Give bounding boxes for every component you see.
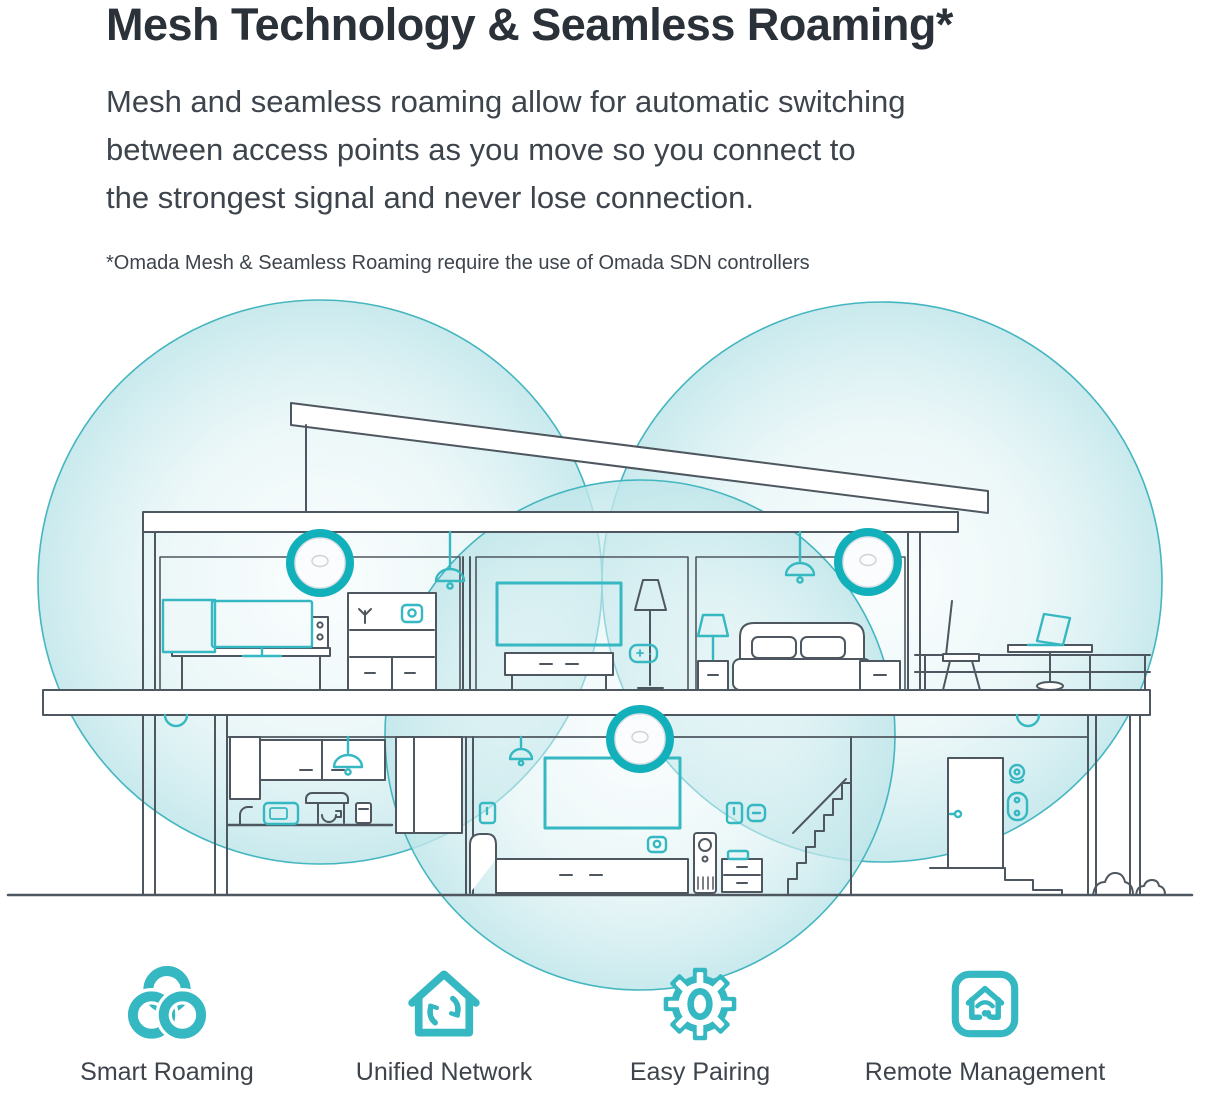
feature-row: Smart Roaming Unified Network xyxy=(0,960,1214,1101)
smart-roaming-icon xyxy=(124,966,210,1042)
house-illustration xyxy=(0,285,1214,1000)
access-point xyxy=(286,529,354,597)
unified-network-icon xyxy=(408,970,480,1037)
access-points xyxy=(286,528,902,773)
remote-management-icon xyxy=(951,970,1019,1038)
feature-label: Smart Roaming xyxy=(80,1058,254,1086)
furniture-gray xyxy=(171,579,1166,896)
feature-label: Unified Network xyxy=(355,1058,533,1086)
feature-easy-pairing: Easy Pairing xyxy=(580,960,820,1087)
page-description: Mesh and seamless roaming allow for auto… xyxy=(106,78,905,222)
easy-pairing-icon xyxy=(663,967,737,1041)
page-title: Mesh Technology & Seamless Roaming* xyxy=(106,0,953,50)
house-structure xyxy=(6,402,1194,897)
description-line: Mesh and seamless roaming allow for auto… xyxy=(106,84,906,119)
access-point xyxy=(606,705,674,773)
feature-label: Easy Pairing xyxy=(629,1058,771,1086)
feature-label: Remote Management xyxy=(864,1058,1106,1086)
feature-unified-network: Unified Network xyxy=(324,960,564,1087)
feature-smart-roaming: Smart Roaming xyxy=(47,960,287,1087)
access-point xyxy=(834,528,902,596)
description-line: the strongest signal and never lose conn… xyxy=(106,180,754,215)
description-line: between access points as you move so you… xyxy=(106,132,856,167)
page-footnote: *Omada Mesh & Seamless Roaming require t… xyxy=(106,252,810,274)
feature-remote-management: Remote Management xyxy=(845,960,1125,1087)
